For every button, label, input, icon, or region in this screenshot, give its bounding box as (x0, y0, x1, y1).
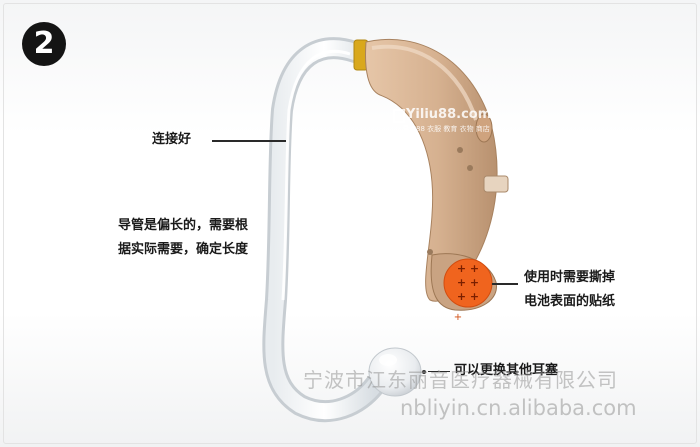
image-frame (3, 3, 697, 444)
svg-text:+: + (454, 312, 462, 323)
volume-wheel (475, 113, 493, 143)
company-name-watermark: 宁波市江东丽音医疗器械有限公司 (303, 368, 618, 392)
step-badge: 2 (22, 22, 66, 66)
program-switch (483, 175, 509, 193)
svg-text:+ +: + + (457, 262, 479, 275)
hearing-aid-body (365, 38, 498, 302)
earplug-leader-dot (422, 370, 426, 374)
tube-length-label-line1: 导管是偏长的，需要根 (118, 218, 249, 233)
ear-tube-inner (265, 40, 383, 420)
battery-sticker-label-line2: 电池表面的贴纸 (524, 294, 616, 309)
earplug-label: 可以更换其他耳塞 (454, 363, 559, 378)
svg-text:+ +: + + (457, 276, 479, 289)
tube-length-label-line2: 据实际需要，确定长度 (118, 242, 249, 257)
site-logo-watermark: Yiliu88.com (406, 107, 492, 122)
svg-text:+ +: + + (457, 290, 479, 303)
connection-leader-line (212, 140, 286, 142)
earplug-leader-line (428, 371, 450, 372)
site-subtitle-watermark: 易流88 衣服 教育 衣物 商店 (402, 125, 490, 133)
battery-leader-line (492, 283, 518, 285)
battery-sticker-label-line1: 使用时需要撕掉 (524, 270, 616, 285)
connection-label: 连接好 (152, 132, 192, 147)
company-url-watermark: nbliyin.cn.alibaba.com (400, 396, 637, 420)
